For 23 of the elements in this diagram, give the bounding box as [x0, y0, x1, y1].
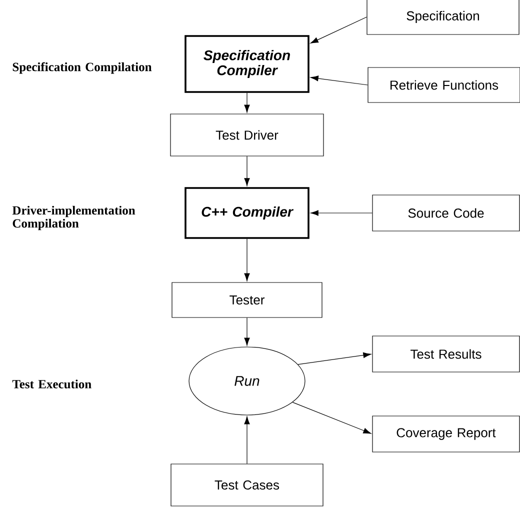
process-box: Test Cases: [170, 464, 324, 506]
arrow: [310, 76, 368, 86]
compiler-box: Specification Compiler: [184, 35, 310, 93]
process-box: Test Driver: [170, 114, 324, 156]
process-box: Coverage Report: [372, 416, 520, 452]
arrow: [310, 16, 367, 44]
process-box: Retrieve Functions: [368, 67, 520, 103]
stage-label: Test Execution: [12, 380, 92, 388]
arrow: [292, 402, 372, 434]
stage-label: Driver-implementation Compilation: [12, 206, 136, 230]
arrow: [244, 238, 250, 282]
stage-label: Specification Compilation: [12, 62, 152, 74]
arrow: [298, 352, 372, 365]
arrow: [310, 210, 372, 216]
arrow: [244, 156, 250, 186]
arrow: [244, 416, 250, 464]
process-box: Source Code: [372, 194, 520, 232]
compiler-box: C++ Compiler: [184, 187, 310, 239]
process-box: Specification: [366, 0, 520, 35]
process-box: Test Results: [372, 336, 520, 372]
process-box: Tester: [172, 282, 322, 318]
arrow: [244, 92, 250, 113]
arrow: [244, 318, 250, 346]
